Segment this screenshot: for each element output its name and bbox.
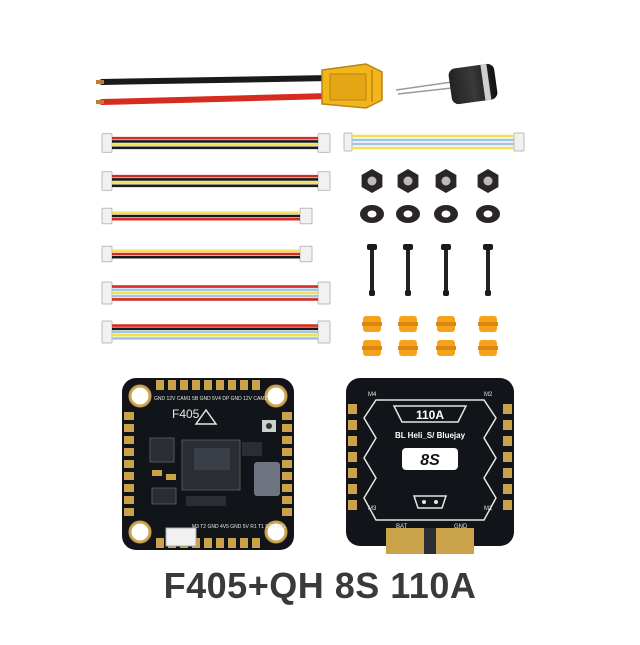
rubber-damper [436, 340, 456, 356]
screw [403, 244, 413, 296]
rubber-damper [436, 316, 456, 332]
cable-set-left [101, 133, 331, 344]
esc-motor-label-m3: M3 [368, 506, 377, 512]
washer [360, 205, 384, 223]
screw [483, 244, 493, 296]
nut [397, 169, 419, 193]
fc-model-label: F405 [172, 407, 200, 421]
nut [477, 169, 499, 193]
esc-pad-label-gnd: GND [454, 524, 468, 530]
rubber-damper [362, 316, 382, 332]
jst-cable [101, 281, 331, 305]
washer [396, 205, 420, 223]
nut [361, 169, 383, 193]
xt60-connector [321, 63, 383, 109]
rubber-damper [362, 340, 382, 356]
jst-cable [101, 320, 331, 344]
jst-cable [101, 207, 313, 225]
capacitor [395, 63, 498, 105]
esc-current-label: 110A [416, 408, 444, 422]
jst-cable [101, 245, 313, 263]
nut [435, 169, 457, 193]
flight-controller-board: F405 GND 12V CAM1 5B GND 5V4 DP GND 12V … [122, 378, 294, 550]
jst-cable [101, 133, 331, 153]
fc-pad-row-bottom: M3 T2 GND 4V5 GND 5V R1 T1 SDA SCL [192, 524, 287, 530]
washer [434, 205, 458, 223]
screw [367, 244, 377, 296]
cable-right [343, 132, 525, 152]
product-caption: F405+QH 8S 110A [163, 565, 477, 606]
rubber-damper [478, 316, 498, 332]
esc-motor-label-m1: M1 [484, 506, 493, 512]
rubber-damper [398, 340, 418, 356]
rubber-damper [398, 316, 418, 332]
jst-cable [101, 171, 331, 191]
washer [476, 205, 500, 223]
esc-board: 110A BL Heli_S/ Bluejay 8S M4 M2 M3 M1 B… [346, 378, 514, 554]
esc-pad-label-bat: BAT [396, 524, 408, 530]
fc-pad-row-top: GND 12V CAM1 5B GND 5V4 DP GND 12V CAM2 [154, 396, 267, 402]
esc-firmware-label: BL Heli_S/ Bluejay [395, 431, 466, 440]
rubber-damper [478, 340, 498, 356]
mounting-hardware [360, 169, 500, 356]
esc-motor-label-m2: M2 [484, 392, 493, 398]
xt60-power-lead [96, 63, 383, 109]
esc-motor-label-m4: M4 [368, 392, 377, 398]
screw [441, 244, 451, 296]
esc-cell-label: 8S [420, 452, 440, 469]
